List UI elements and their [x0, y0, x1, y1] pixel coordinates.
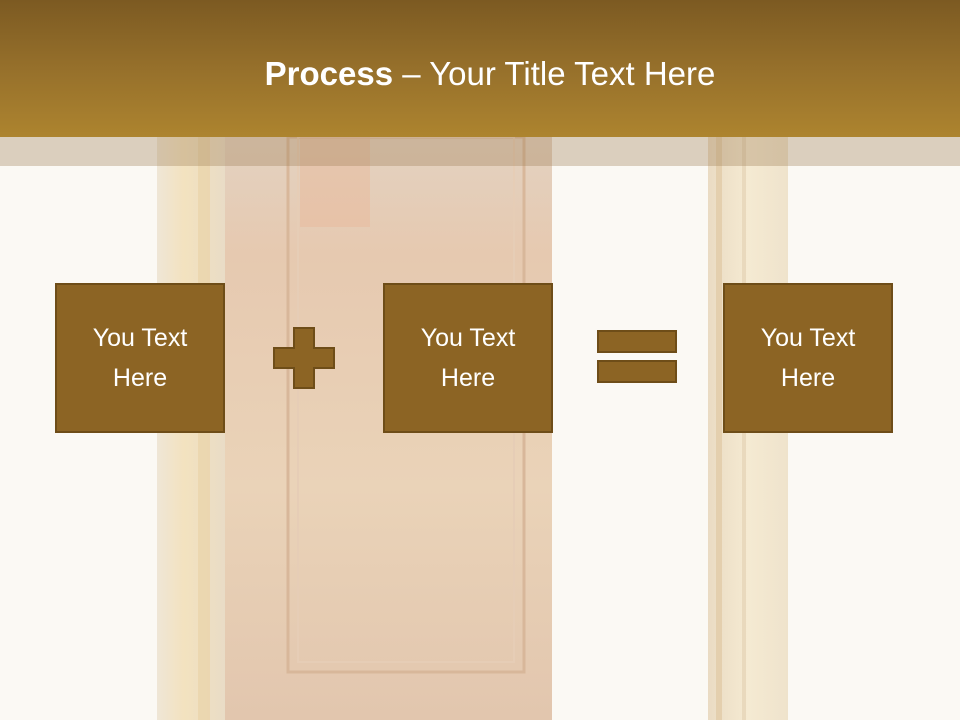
slide-title-rest: – Your Title Text Here — [393, 55, 716, 92]
title-bar — [0, 0, 960, 137]
equals-icon — [597, 330, 677, 383]
plus-icon — [273, 327, 335, 389]
process-box-2-label: You Text Here — [420, 324, 516, 392]
slide-title-bold: Process — [264, 55, 394, 92]
process-box-3-label: You Text Here — [760, 324, 856, 392]
process-box-1[interactable]: You Text Here — [55, 283, 225, 433]
slide-title[interactable]: Process – Your Title Text Here — [0, 50, 960, 98]
process-box-1-label: You Text Here — [92, 324, 188, 392]
title-bar-shadow-band — [0, 137, 960, 166]
process-box-2[interactable]: You Text Here — [383, 283, 553, 433]
process-box-3[interactable]: You Text Here — [723, 283, 893, 433]
